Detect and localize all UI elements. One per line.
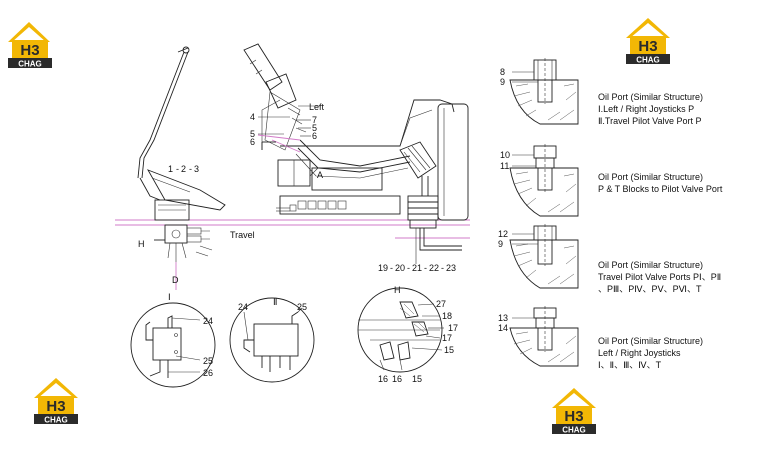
cab-floor	[115, 219, 470, 239]
callout-dash: -	[390, 263, 393, 273]
callout-25: 25	[203, 356, 213, 366]
note-3-line3: 、PⅢ、PⅣ、PⅤ、PⅥ、T	[598, 284, 702, 294]
oil-port-section-3	[509, 224, 579, 289]
note-1-title: Oil Port (Similar Structure)	[598, 92, 703, 102]
callout-14: 14	[498, 323, 508, 333]
callout-5: 5	[312, 123, 317, 133]
logo-top-left: H3 CHAG	[8, 22, 52, 69]
callout-24: 24	[203, 316, 213, 326]
callout-2: 2	[181, 164, 186, 174]
callout-dash: -	[441, 263, 444, 273]
view-a-marker: A	[317, 170, 323, 180]
callout-15: 15	[412, 374, 422, 384]
callout-13: 13	[498, 313, 508, 323]
oil-port-section-1	[509, 58, 579, 125]
callout-dash: -	[424, 263, 427, 273]
oil-port-section-4	[509, 306, 579, 367]
callout-5: 5	[250, 129, 255, 139]
view-h-marker: H	[138, 239, 145, 249]
callout-dash: -	[407, 263, 410, 273]
callout-16: 16	[392, 374, 402, 384]
note-4-line2: Left / Right Joysticks	[598, 348, 681, 358]
callout-4: 4	[250, 112, 255, 122]
callout-23: 23	[446, 263, 456, 273]
logo-name: CHAG	[18, 60, 42, 69]
callout-27: 27	[436, 299, 446, 309]
callout-6: 6	[250, 137, 255, 147]
detail-h-title: H	[394, 285, 401, 295]
callout-25: 25	[297, 302, 307, 312]
callout-18: 18	[442, 311, 452, 321]
logo-bottom-left: H3 CHAG	[34, 378, 78, 425]
callout-6: 6	[312, 131, 317, 141]
detail-ii-title: Ⅱ	[273, 297, 277, 307]
callout-21: 21	[412, 263, 422, 273]
callout-16: 16	[378, 374, 388, 384]
logo-letters: H3	[46, 398, 65, 415]
note-2-title: Oil Port (Similar Structure)	[598, 172, 703, 182]
detail-view-h	[357, 287, 444, 373]
logo-name: CHAG	[636, 56, 660, 65]
callout-17: 17	[448, 323, 458, 333]
logo-bottom-right: H3 CHAG	[552, 388, 596, 435]
callout-dash: -	[176, 164, 179, 174]
logo-letters: H3	[20, 42, 39, 59]
callout-12: 12	[498, 229, 508, 239]
travel-pedal-assembly	[137, 46, 226, 290]
callout-24: 24	[238, 302, 248, 312]
callout-dash: -	[189, 164, 192, 174]
note-3-line2: Travel Pilot Valve Ports PⅠ、PⅡ	[598, 272, 721, 282]
oil-port-section-2	[509, 144, 579, 217]
callout-22: 22	[429, 263, 439, 273]
callout-7: 7	[312, 115, 317, 125]
detail-view-ii	[229, 297, 315, 383]
view-d-marker: D	[172, 275, 179, 285]
callout-15: 15	[444, 345, 454, 355]
seat-frame	[419, 103, 469, 251]
callout-9: 9	[500, 77, 505, 87]
travel-label: Travel	[230, 230, 255, 240]
callout-10: 10	[500, 150, 510, 160]
left-label: Left	[309, 102, 325, 112]
joystick-console	[243, 43, 455, 215]
note-1-line3: Ⅱ.Travel Pilot Valve Port P	[598, 116, 701, 126]
logo-name: CHAG	[562, 426, 586, 435]
logo-letters: H3	[564, 408, 583, 425]
logo-letters: H3	[638, 38, 657, 55]
logo-top-right: H3 CHAG	[626, 18, 670, 65]
pilot-valve-bellows	[399, 141, 439, 264]
callout-8: 8	[500, 67, 505, 77]
logo-name: CHAG	[44, 416, 68, 425]
callout-19: 19	[378, 263, 388, 273]
callout-3: 3	[194, 164, 199, 174]
note-1-line2: Ⅰ.Left / Right Joysticks P	[598, 104, 694, 114]
callout-17: 17	[442, 333, 452, 343]
callout-1: 1	[168, 164, 173, 174]
note-3-title: Oil Port (Similar Structure)	[598, 260, 703, 270]
detail-view-i	[130, 302, 216, 388]
callout-9: 9	[498, 239, 503, 249]
note-4-line3: Ⅰ、Ⅱ、Ⅲ、Ⅳ、T	[598, 360, 662, 370]
note-4-title: Oil Port (Similar Structure)	[598, 336, 703, 346]
callout-20: 20	[395, 263, 405, 273]
callout-11: 11	[500, 161, 509, 171]
note-2-line2: P & T Blocks to Pilot Valve Port	[598, 184, 723, 194]
detail-i-title: Ⅰ	[168, 292, 171, 302]
callout-26: 26	[203, 368, 213, 378]
